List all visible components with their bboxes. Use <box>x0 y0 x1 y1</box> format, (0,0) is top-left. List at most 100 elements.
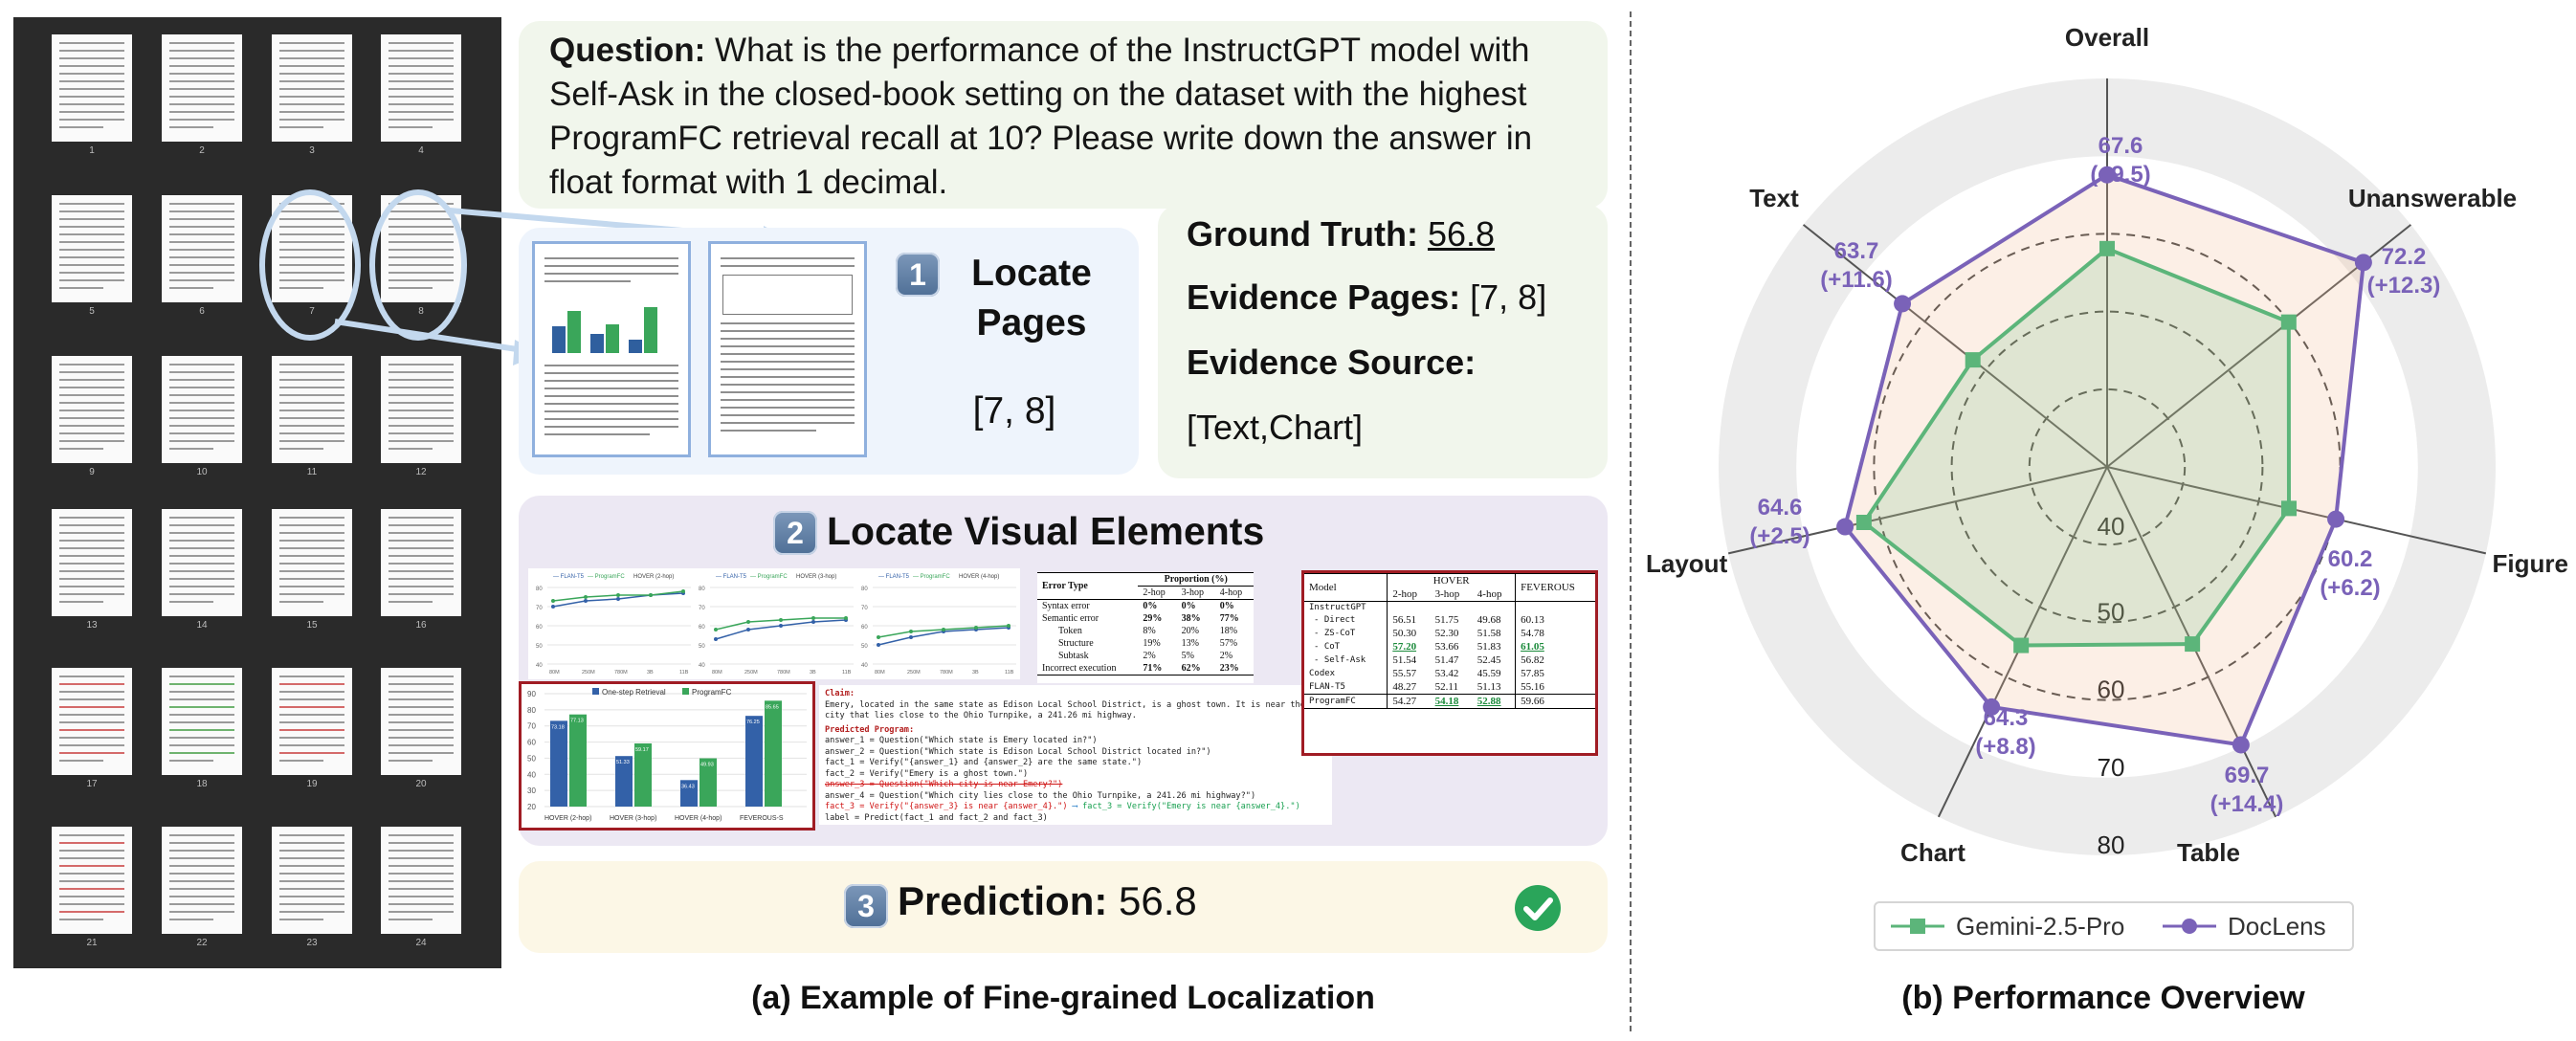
line-ytick: 50 <box>536 644 543 650</box>
question-label: Question: <box>549 32 706 69</box>
page-thumbnail[interactable] <box>52 195 132 302</box>
prediction-box: 3 Prediction: 56.8 <box>519 861 1608 953</box>
page-thumbnail[interactable] <box>52 356 132 463</box>
bar-legend-programfc: ProgramFC <box>692 688 732 697</box>
page-8-table <box>722 275 853 315</box>
step-3-badge: 3 <box>844 884 888 928</box>
line-point <box>746 628 750 631</box>
page-thumbnail[interactable] <box>381 668 461 775</box>
bar-ytick: 20 <box>527 803 536 811</box>
radar-ring-label: 60 <box>2098 676 2125 704</box>
ground-truth-value: 56.8 <box>1427 214 1496 254</box>
page-thumbnail[interactable] <box>381 34 461 142</box>
line-ytick: 50 <box>699 644 705 650</box>
page-thumbnail[interactable] <box>162 827 242 934</box>
page-thumbnail[interactable] <box>272 827 352 934</box>
line-point <box>1007 624 1010 628</box>
page-thumbnail[interactable] <box>381 356 461 463</box>
line-panel-title: HOVER (2-hop) <box>633 574 674 580</box>
bar-category-label: FEVEROUS-S <box>740 815 784 822</box>
page-thumbnail[interactable] <box>381 509 461 616</box>
radar-axis-line <box>1802 224 2108 468</box>
arrow-to-page-7 <box>334 319 537 355</box>
page-number: 6 <box>199 306 205 317</box>
radar-delta-annotation: (+8.8) <box>1975 734 2035 760</box>
page-number: 5 <box>89 306 95 317</box>
page-thumbnail[interactable] <box>162 668 242 775</box>
page-thumbnail[interactable] <box>272 509 352 616</box>
doclens-marker <box>1983 698 2001 716</box>
gemini-marker <box>1965 352 1981 368</box>
line-ytick: 40 <box>861 663 868 669</box>
page-thumbnail[interactable] <box>272 195 352 302</box>
page-thumbnail[interactable] <box>162 195 242 302</box>
code-line: answer_1 = Question("Which state is Emer… <box>825 736 1098 745</box>
bar-category-label: HOVER (2-hop) <box>544 815 591 822</box>
line-point <box>714 628 718 631</box>
line-point <box>811 620 815 624</box>
bar-legend-one-step-swatch <box>592 688 599 695</box>
bar-ytick: 40 <box>527 770 536 779</box>
line-point <box>616 593 620 597</box>
radar-axis-label: Text <box>1749 184 1799 212</box>
page-number: 7 <box>309 306 315 317</box>
line-legend-programfc: — ProgramFC <box>913 574 950 580</box>
right-caption: (b) Performance Overview <box>1901 980 2305 1016</box>
line-point <box>584 595 588 599</box>
page-thumbnail[interactable] <box>52 509 132 616</box>
doclens-marker <box>1836 518 1854 536</box>
line-panel-title: HOVER (3-hop) <box>796 574 836 580</box>
line-xtick: 250M <box>907 670 921 676</box>
page-thumbnail[interactable] <box>162 34 242 142</box>
radar-ring <box>1950 310 2264 624</box>
line-point <box>551 599 555 603</box>
bar <box>569 714 587 807</box>
page-thumbnail[interactable] <box>52 668 132 775</box>
radar-legend: Gemini-2.5-Pro DocLens <box>1874 901 2354 951</box>
page-thumbnail[interactable] <box>162 356 242 463</box>
page-number: 10 <box>196 467 208 477</box>
line-legend-flan: — FLAN-T5 <box>553 574 585 580</box>
page-number: 9 <box>89 467 95 477</box>
page-thumbnail[interactable] <box>272 356 352 463</box>
page-thumbnail[interactable] <box>52 34 132 142</box>
code-line-fixed: fact_3 = Verify("{answer_3} is near {ans… <box>825 802 1300 811</box>
left-caption: (a) Example of Fine-grained Localization <box>751 980 1375 1016</box>
evidence-pages-value: [7, 8] <box>1470 277 1547 317</box>
line-ytick: 80 <box>536 587 543 592</box>
doclens-polygon <box>1843 172 2365 747</box>
line-xtick: 11B <box>679 670 689 676</box>
performance-radar-chart: 4050607080OverallUnanswerableFigureTable… <box>1646 23 2568 867</box>
bar-legend-one-step: One-step Retrieval <box>602 688 666 697</box>
line-legend-flan: — FLAN-T5 <box>878 574 910 580</box>
radar-value-annotation: 60.2 <box>2328 546 2373 572</box>
page-7-preview <box>532 241 691 457</box>
prediction-value: 56.8 <box>1107 878 1197 923</box>
page-thumbnail[interactable] <box>162 509 242 616</box>
page-thumbnail[interactable] <box>381 827 461 934</box>
page-thumbnail[interactable] <box>272 668 352 775</box>
line-point <box>974 626 978 630</box>
bar-value-label: 49.93 <box>700 763 714 768</box>
line-ytick: 60 <box>536 625 543 631</box>
page-7-bar-chart <box>552 307 657 353</box>
line-point <box>877 643 880 647</box>
page-thumbnail[interactable] <box>52 827 132 934</box>
locate-pages-title-line1: Locate <box>971 253 1092 294</box>
locate-visual-elements-box: 2 Locate Visual Elements — FLAN-T5— Prog… <box>519 496 1608 846</box>
page-thumbnail[interactable] <box>272 34 352 142</box>
gemini-polygon <box>1861 246 2291 648</box>
code-line: fact_2 = Verify("Emery is a ghost town."… <box>825 768 1029 779</box>
doclens-marker <box>2327 510 2345 528</box>
bar-value-label: 59.17 <box>635 747 649 753</box>
